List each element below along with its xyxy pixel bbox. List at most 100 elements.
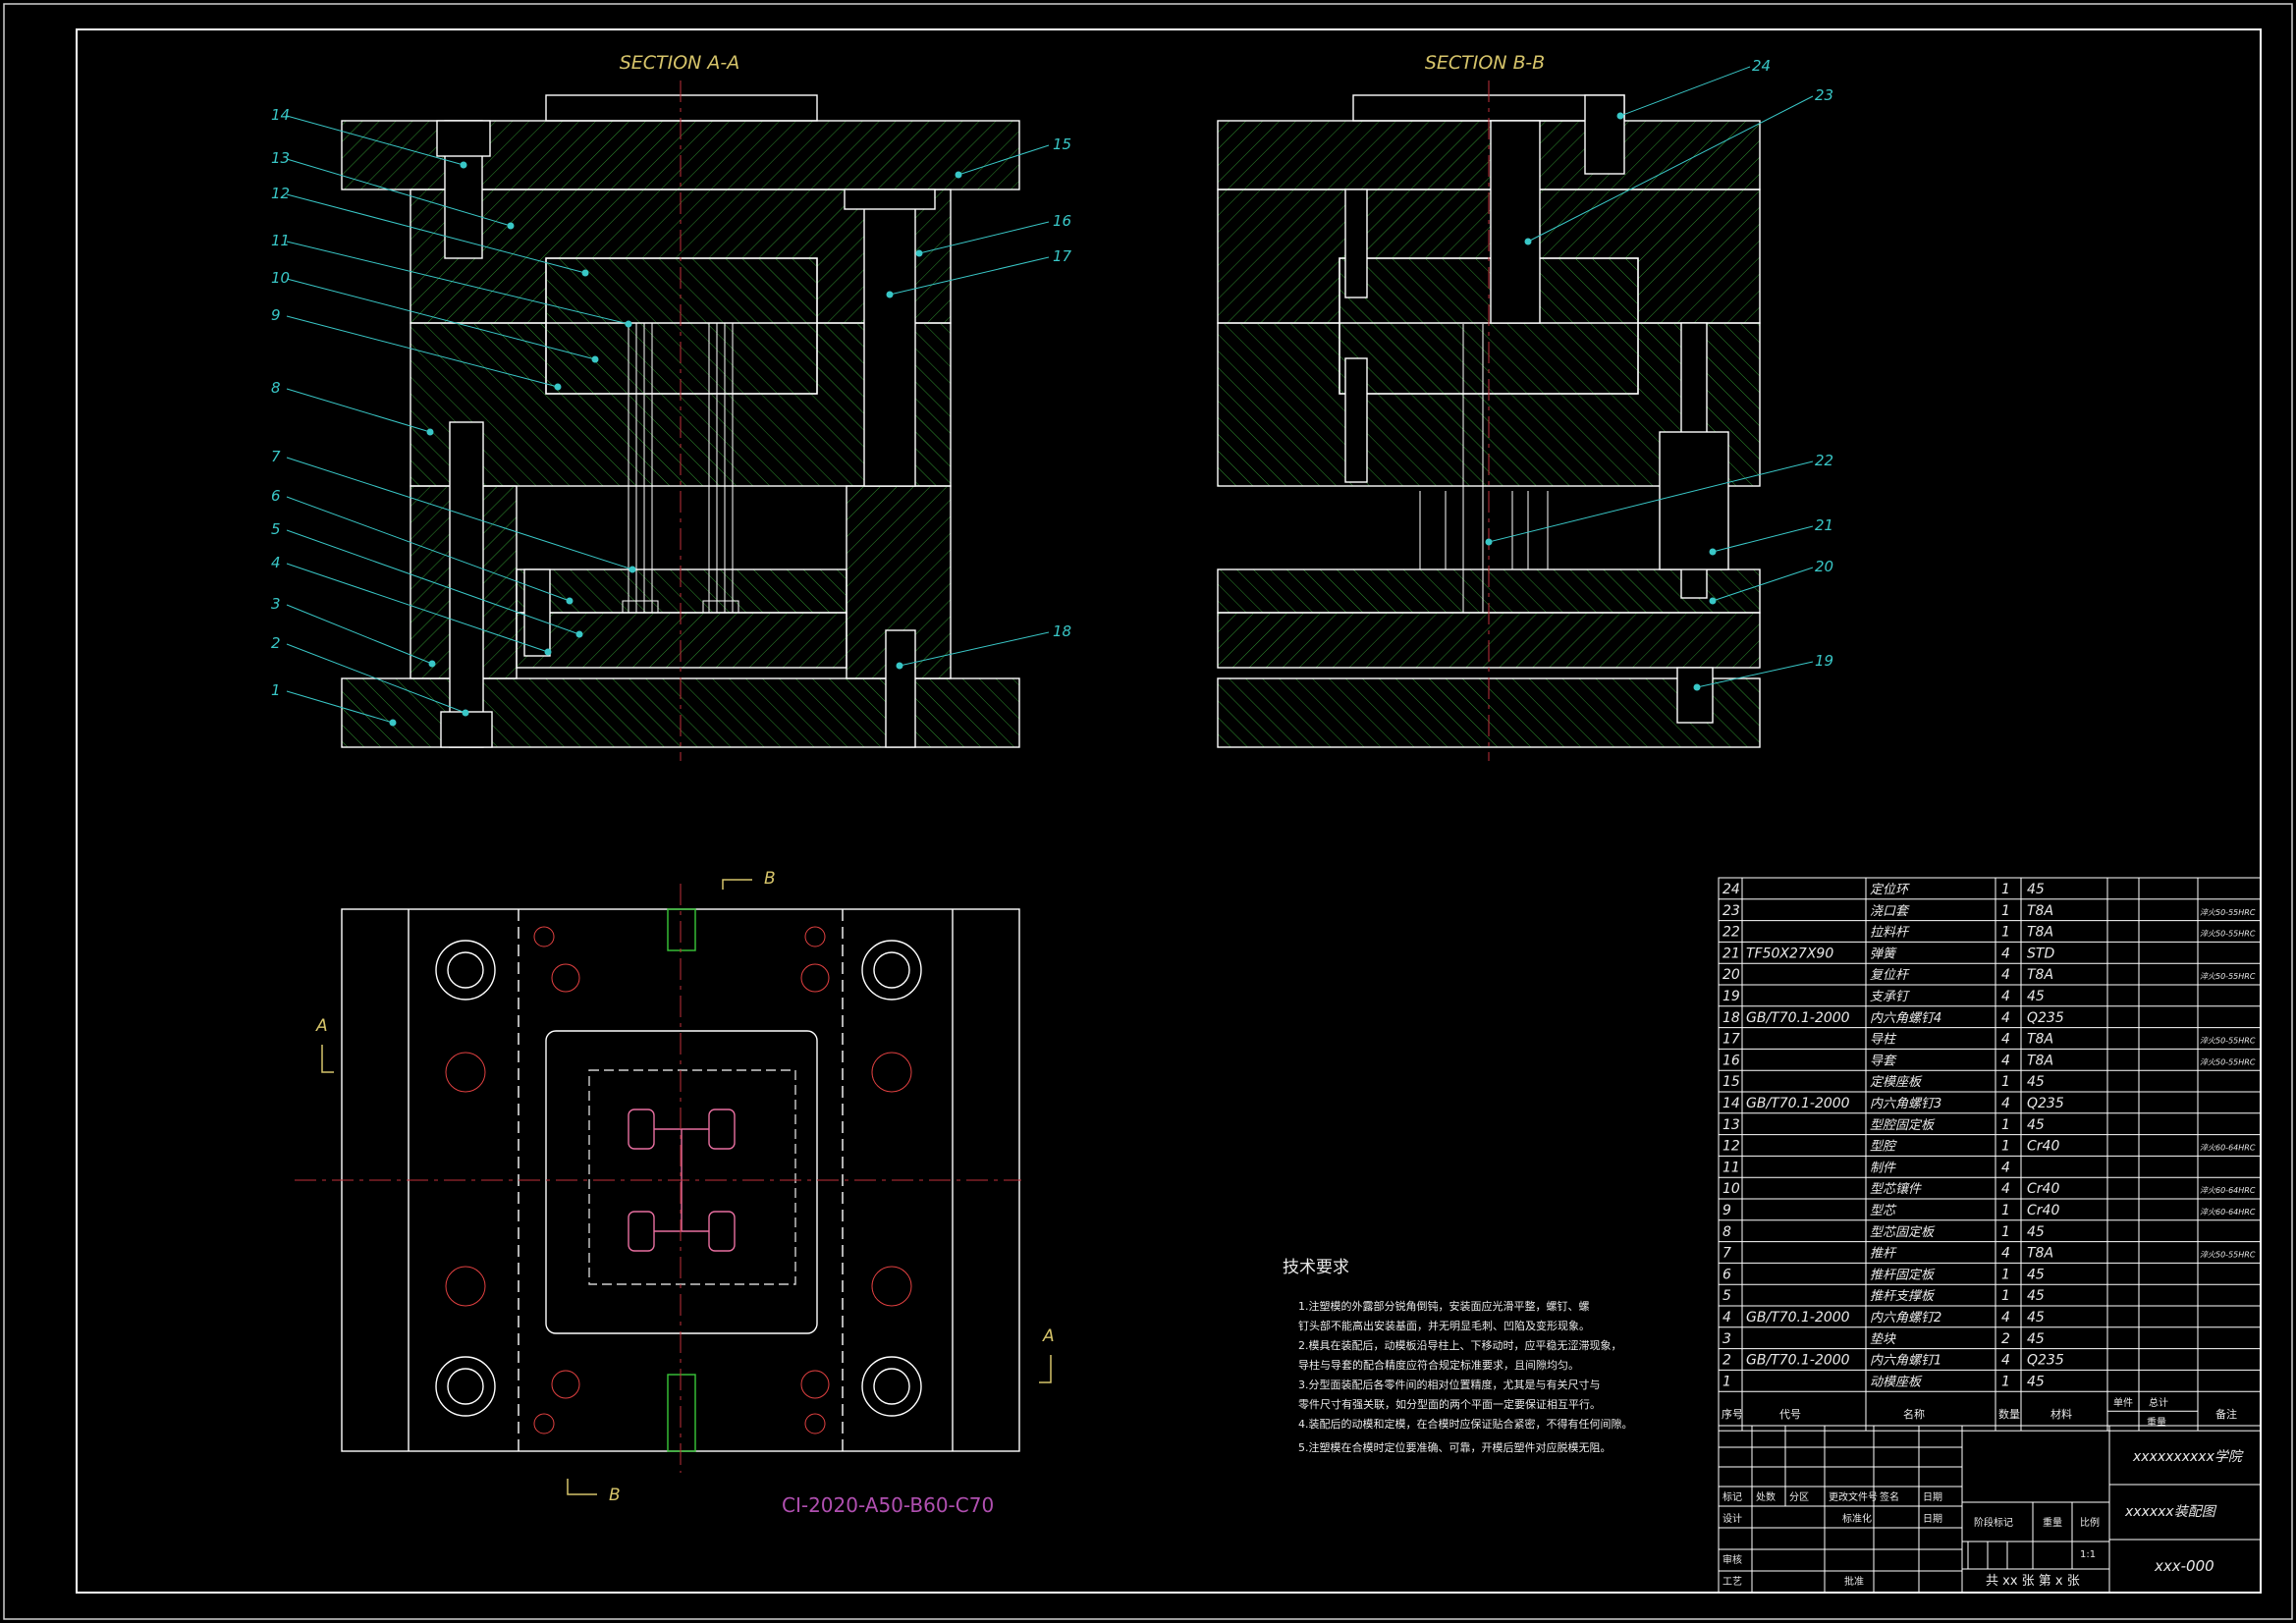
svg-text:13: 13	[271, 149, 290, 167]
bom-cell-note: 淬火50-55HRC	[2200, 1251, 2256, 1260]
bom-cell-no: 11	[1722, 1160, 1740, 1175]
bom-header-code: 代号	[1779, 1408, 1801, 1421]
bom-cell-name: 型芯	[1870, 1204, 1897, 1218]
outer-frame	[3, 3, 2293, 1620]
svg-text:B: B	[609, 1486, 621, 1505]
section-a-title: SECTION A-A	[620, 52, 740, 74]
bom-cell-code: TF50X27X90	[1746, 946, 1833, 961]
bom-cell-mat: Q235	[2027, 1353, 2064, 1369]
bom-cell-name: 型芯固定板	[1870, 1224, 1936, 1240]
bom-cell-name: 推杆	[1870, 1247, 1897, 1262]
bom-cell-name: 动模座板	[1870, 1374, 1923, 1389]
bom-cell-name: 型腔	[1870, 1140, 1897, 1155]
part-cavities	[628, 1109, 736, 1252]
bom-cell-mat: 45	[2027, 1224, 2045, 1240]
drawing-number: xxx-000	[2154, 1557, 2214, 1575]
bom-cell-mat: Q235	[2027, 1096, 2064, 1111]
bolt-18	[885, 629, 916, 748]
svg-text:18: 18	[1053, 622, 1071, 640]
bom-cell-name: 内六角螺钉2	[1870, 1311, 1941, 1325]
svg-text:7: 7	[271, 448, 281, 465]
bom-cell-mat: 45	[2027, 1310, 2045, 1325]
svg-text:21: 21	[1815, 516, 1833, 534]
bolt-holes	[445, 926, 912, 1434]
bom-cell-no: 5	[1722, 1288, 1731, 1304]
scale-value: 1:1	[2080, 1549, 2096, 1560]
svg-text:日期: 日期	[1923, 1513, 1942, 1525]
bom-cell-mat: T8A	[2027, 1246, 2053, 1262]
bom-header-note: 备注	[2215, 1407, 2237, 1421]
bom-cell-name: 定模座板	[1870, 1074, 1923, 1090]
svg-text:23: 23	[1815, 86, 1833, 104]
bom-header-total: 总计	[2149, 1396, 2168, 1409]
bom-cell-note: 淬火50-55HRC	[2200, 930, 2256, 939]
title-block	[1718, 1425, 2262, 1594]
svg-text:4: 4	[271, 554, 281, 571]
bom-cell-no: 8	[1722, 1224, 1731, 1240]
technical-requirements: 技术要求 1.注塑模的外露部分锐角倒钝，安装面应光滑平整，螺钉、螺 钉头部不能高…	[1283, 1258, 1633, 1454]
svg-text:重量: 重量	[2043, 1516, 2062, 1529]
svg-text:17: 17	[1053, 247, 1072, 265]
bom-cell-name: 内六角螺钉4	[1870, 1011, 1941, 1026]
locating-ring-a	[545, 94, 818, 122]
bom-cell-qty: 1	[2001, 1139, 2010, 1155]
bom-cell-qty: 4	[2001, 1310, 2010, 1325]
bom-cell-qty: 4	[2001, 1181, 2010, 1197]
bom-cell-no: 17	[1722, 1032, 1740, 1048]
bom-cell-no: 16	[1722, 1053, 1740, 1068]
svg-text:6: 6	[271, 487, 281, 505]
svg-text:3: 3	[271, 595, 281, 613]
svg-text:14: 14	[271, 106, 290, 124]
bom-cell-mat: 45	[2027, 1288, 2045, 1304]
bom-cell-code: GB/T70.1-2000	[1746, 1353, 1850, 1369]
svg-text:2: 2	[271, 634, 281, 652]
callouts-section-a: 14 13 12 11 10 9 8 7 6 5 4 3 2 1 15 16 1…	[271, 106, 1072, 727]
svg-text:分区: 分区	[1789, 1491, 1809, 1503]
svg-text:日期: 日期	[1923, 1491, 1942, 1503]
section-markers: B B A A	[315, 869, 1055, 1505]
bom-cell-qty: 4	[2001, 1032, 2010, 1048]
bom-cell-note: 淬火60-64HRC	[2200, 1208, 2256, 1217]
bom-cell-qty: 1	[2001, 1267, 2010, 1282]
svg-text:零件尺寸有强关联，如分型面的两个平面一定要保证相互平行。: 零件尺寸有强关联，如分型面的两个平面一定要保证相互平行。	[1298, 1397, 1601, 1411]
svg-text:处数: 处数	[1756, 1490, 1776, 1503]
bom-cell-mat: 45	[2027, 1267, 2045, 1282]
bom-cell-name: 复位杆	[1870, 967, 1910, 983]
sheets-text: 共 xx 张 第 x 张	[1986, 1574, 2080, 1589]
bom-cell-no: 20	[1722, 967, 1740, 983]
svg-text:标准化: 标准化	[1842, 1512, 1872, 1525]
svg-text:20: 20	[1815, 558, 1833, 575]
bom-cell-no: 19	[1722, 989, 1740, 1004]
svg-text:比例: 比例	[2080, 1516, 2100, 1529]
section-a-view: SECTION A-A	[341, 52, 1020, 761]
support-pin-19	[1676, 667, 1714, 724]
bom-cell-qty: 1	[2001, 1288, 2010, 1304]
bom-cell-qty: 4	[2001, 1053, 2010, 1068]
bom-cell-note: 淬火50-55HRC	[2200, 1037, 2256, 1046]
bom-cell-mat: 45	[2027, 989, 2045, 1004]
svg-text:工艺: 工艺	[1722, 1576, 1742, 1588]
bom-cell-qty: 1	[2001, 1224, 2010, 1240]
bom-cell-no: 6	[1722, 1267, 1731, 1282]
svg-text:2.模具在装配后，动模板沿导柱上、下移动时，应平稳无涩滞现象: 2.模具在装配后，动模板沿导柱上、下移动时，应平稳无涩滞现象，	[1298, 1338, 1622, 1352]
bom-cell-no: 15	[1722, 1074, 1740, 1090]
ejector-pins-a	[622, 323, 739, 614]
svg-text:导柱与导套的配合精度应符合规定标准要求，且间隙均匀。: 导柱与导套的配合精度应符合规定标准要求，且间隙均匀。	[1298, 1358, 1579, 1372]
bom-cell-qty: 4	[2001, 1246, 2010, 1262]
bom-cell-no: 22	[1722, 925, 1740, 941]
svg-text:16: 16	[1053, 212, 1071, 230]
bom-cell-name: 拉料杆	[1870, 925, 1910, 941]
ejector-retainer-a	[516, 568, 847, 614]
bom-cell-qty: 1	[2001, 925, 2010, 941]
school-name: xxxxxxxxxx学院	[2132, 1449, 2244, 1465]
bom-header-name: 名称	[1903, 1407, 1925, 1421]
bom-cell-qty: 1	[2001, 903, 2010, 919]
svg-text:钉头部不能高出安装基面，并无明显毛刺、凹陷及变形现象。: 钉头部不能高出安装基面，并无明显毛刺、凹陷及变形现象。	[1298, 1319, 1590, 1332]
svg-text:10: 10	[271, 269, 290, 287]
bom-cell-qty: 2	[2001, 1331, 2010, 1347]
bom-cell-name: 内六角螺钉1	[1870, 1354, 1941, 1369]
bom-cell-name: 推杆固定板	[1870, 1267, 1936, 1282]
bom-cell-note: 淬火50-55HRC	[2200, 972, 2256, 981]
bom-cell-mat: Cr40	[2027, 1181, 2059, 1197]
